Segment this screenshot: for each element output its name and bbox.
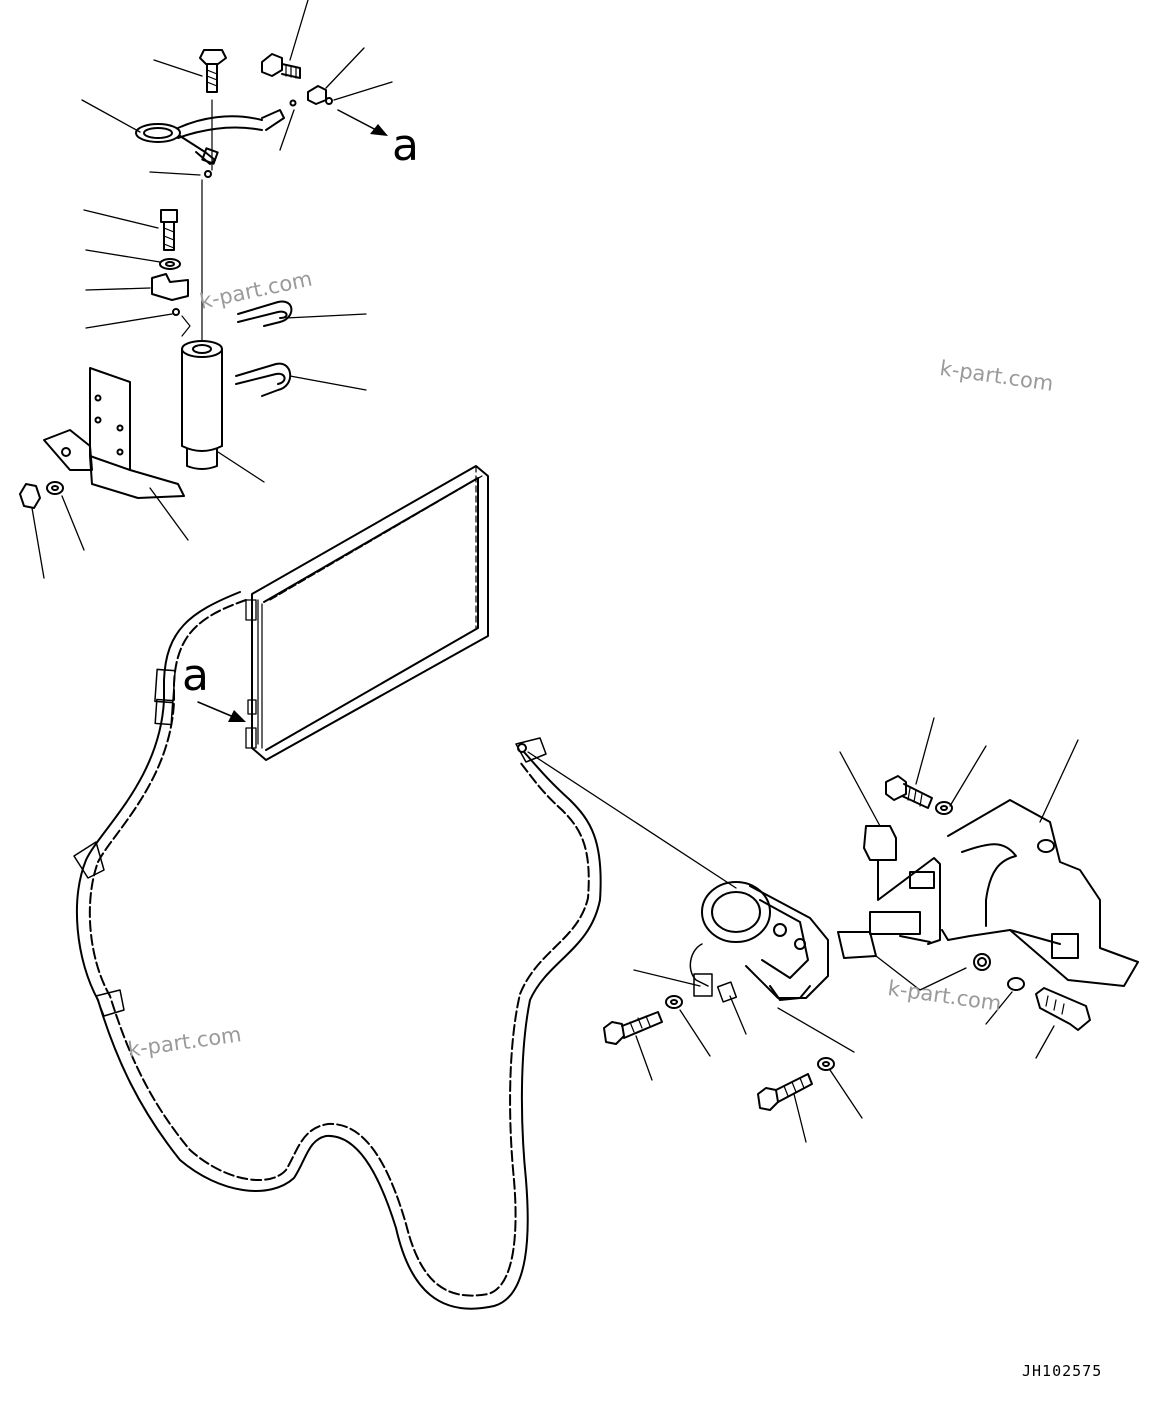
- top-bolt-icon: [199, 49, 227, 93]
- compressor-assembly: [527, 717, 1139, 1143]
- reference-label-mid: a: [182, 650, 209, 701]
- compressor-bolt-lower-icon: [757, 1057, 835, 1111]
- reference-arrow-top: [337, 109, 388, 136]
- clamp-bolt-icon: [151, 209, 189, 316]
- receiver-drier-icon: [181, 179, 223, 470]
- compressor-bolt-left-icon: [603, 995, 683, 1045]
- leader-lines-compressor: [527, 717, 1079, 1143]
- mounting-bracket-icon: [941, 799, 1139, 987]
- receiver-drier-assembly: [19, 0, 393, 579]
- drier-bracket-icon: [43, 367, 185, 499]
- reference-label-top: a: [392, 120, 419, 171]
- condenser-icon: [245, 465, 489, 761]
- nut-icon: [19, 483, 41, 509]
- flange-bolt-icon: [261, 53, 301, 79]
- u-bolt-lower-icon: [235, 362, 292, 397]
- tee-fitting-icon: [289, 85, 333, 107]
- bracket-bolt-top-icon: [885, 775, 953, 815]
- discharge-hose-icon: [73, 591, 602, 1310]
- u-bolt-upper-icon: [237, 300, 293, 327]
- pressure-hose-icon: [135, 99, 285, 178]
- drawing-code: JH102575: [1022, 1362, 1103, 1380]
- reference-arrow-mid: [197, 701, 246, 722]
- washer-icon: [46, 481, 64, 495]
- bracket-bolt-right-icon: [1007, 977, 1091, 1031]
- leader-lines-drier: [31, 0, 393, 579]
- compressor-bracket-icon: [837, 825, 941, 959]
- compressor-icon: [689, 881, 829, 1003]
